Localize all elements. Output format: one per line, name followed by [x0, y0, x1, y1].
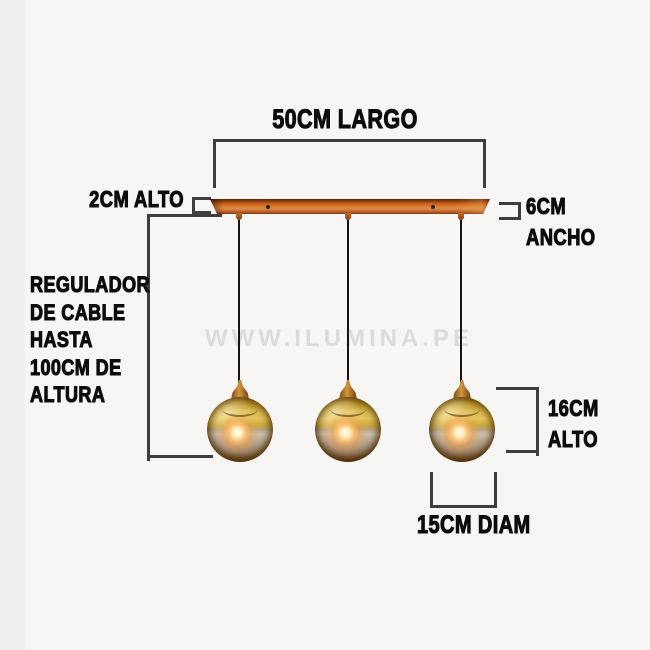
dimension-label-canopy-alto: 2CM ALTO [89, 185, 184, 212]
dimension-bracket-shade-alto-bottom [506, 450, 539, 453]
cable-note-line2: DE CABLE [30, 299, 126, 325]
glass-globe-shade [207, 397, 273, 462]
pendant-cable [238, 214, 240, 384]
shade-alto-line1: 16CM [548, 394, 599, 421]
cable-gland [236, 213, 242, 220]
dimension-label-canopy-ancho: 6CM ANCHO [526, 191, 596, 253]
dimension-label-shade-diam: 15CM DIAM [417, 510, 531, 539]
dimension-bracket-shade-alto [496, 387, 539, 456]
watermark-text: WWW.ILUMINA.PE [205, 325, 473, 352]
canopy-screw-hole [266, 205, 270, 209]
dimension-label-largo: 50CM LARGO [272, 103, 418, 134]
cable-note-line1: REGULADOR [30, 271, 150, 297]
canopy-ancho-line1: 6CM [526, 192, 567, 219]
pendant-cable [460, 214, 462, 384]
dimension-bracket-shade-diam [430, 472, 497, 508]
cable-adjuster-note: REGULADOR DE CABLE HASTA 100CM DE ALTURA [30, 271, 150, 409]
cable-gland [458, 213, 464, 220]
dimension-bracket-cable-length-bottom [147, 455, 213, 458]
canopy-ancho-line2: ANCHO [526, 223, 596, 250]
cable-note-line5: ALTURA [30, 381, 106, 407]
dimension-bracket-canopy-ancho [499, 202, 521, 220]
cable-note-line4: 100CM DE [30, 354, 122, 380]
shade-alto-line2: ALTO [548, 425, 598, 452]
canopy-screw-hole [431, 205, 435, 209]
dimension-bracket-largo [213, 139, 486, 188]
ceiling-canopy-bar [210, 199, 490, 214]
dimension-label-shade-alto: 16CM ALTO [548, 393, 599, 455]
dimension-bracket-canopy-alto [192, 197, 211, 214]
glass-globe-shade [315, 397, 381, 462]
glass-globe-shade [429, 397, 495, 462]
dimension-bracket-cable-length [147, 214, 222, 461]
cable-note-line3: HASTA [30, 326, 93, 352]
cable-gland [345, 213, 351, 220]
pendant-cable [347, 214, 349, 384]
